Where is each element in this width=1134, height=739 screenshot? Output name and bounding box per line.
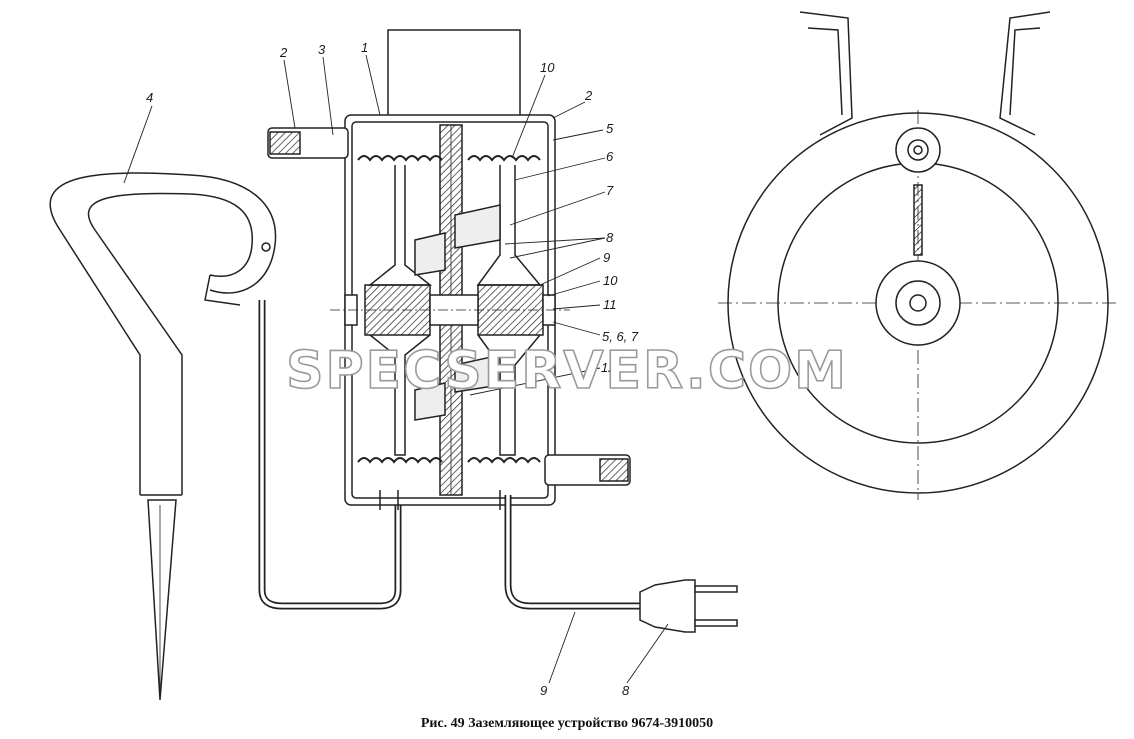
callout-5: 5 [606,121,614,136]
callout-7: 7 [606,183,614,198]
callout-labels: 4 2 3 1 10 2 5 6 7 8 9 10 11 5, 6, 7 12 … [146,40,639,698]
callout-6: 6 [606,149,614,164]
callout-5-6-7: 5, 6, 7 [602,329,639,344]
callout-3: 3 [318,42,326,57]
power-cable [504,495,640,610]
callout-10-top: 10 [540,60,555,75]
callout-2-left: 2 [279,45,288,60]
callout-1: 1 [361,40,368,55]
callout-9-top: 9 [603,250,610,265]
device-front-view [718,11,1118,500]
ground-rod [49,172,277,701]
callout-leaders [123,54,669,684]
callout-9-bottom: 9 [540,683,547,698]
callout-10-mid: 10 [603,273,618,288]
device-section [267,29,631,510]
callout-2-right: 2 [584,88,593,103]
callout-8-bottom: 8 [622,683,630,698]
watermark: SPECSERVER.COM [286,341,848,401]
figure-caption: Рис. 49 Заземляющее устройство 9674-3910… [420,716,714,731]
callout-11: 11 [603,297,617,312]
callout-12: 12 [601,360,616,375]
callout-4: 4 [146,90,153,105]
power-plug [639,579,738,633]
callout-8-top: 8 [606,230,614,245]
